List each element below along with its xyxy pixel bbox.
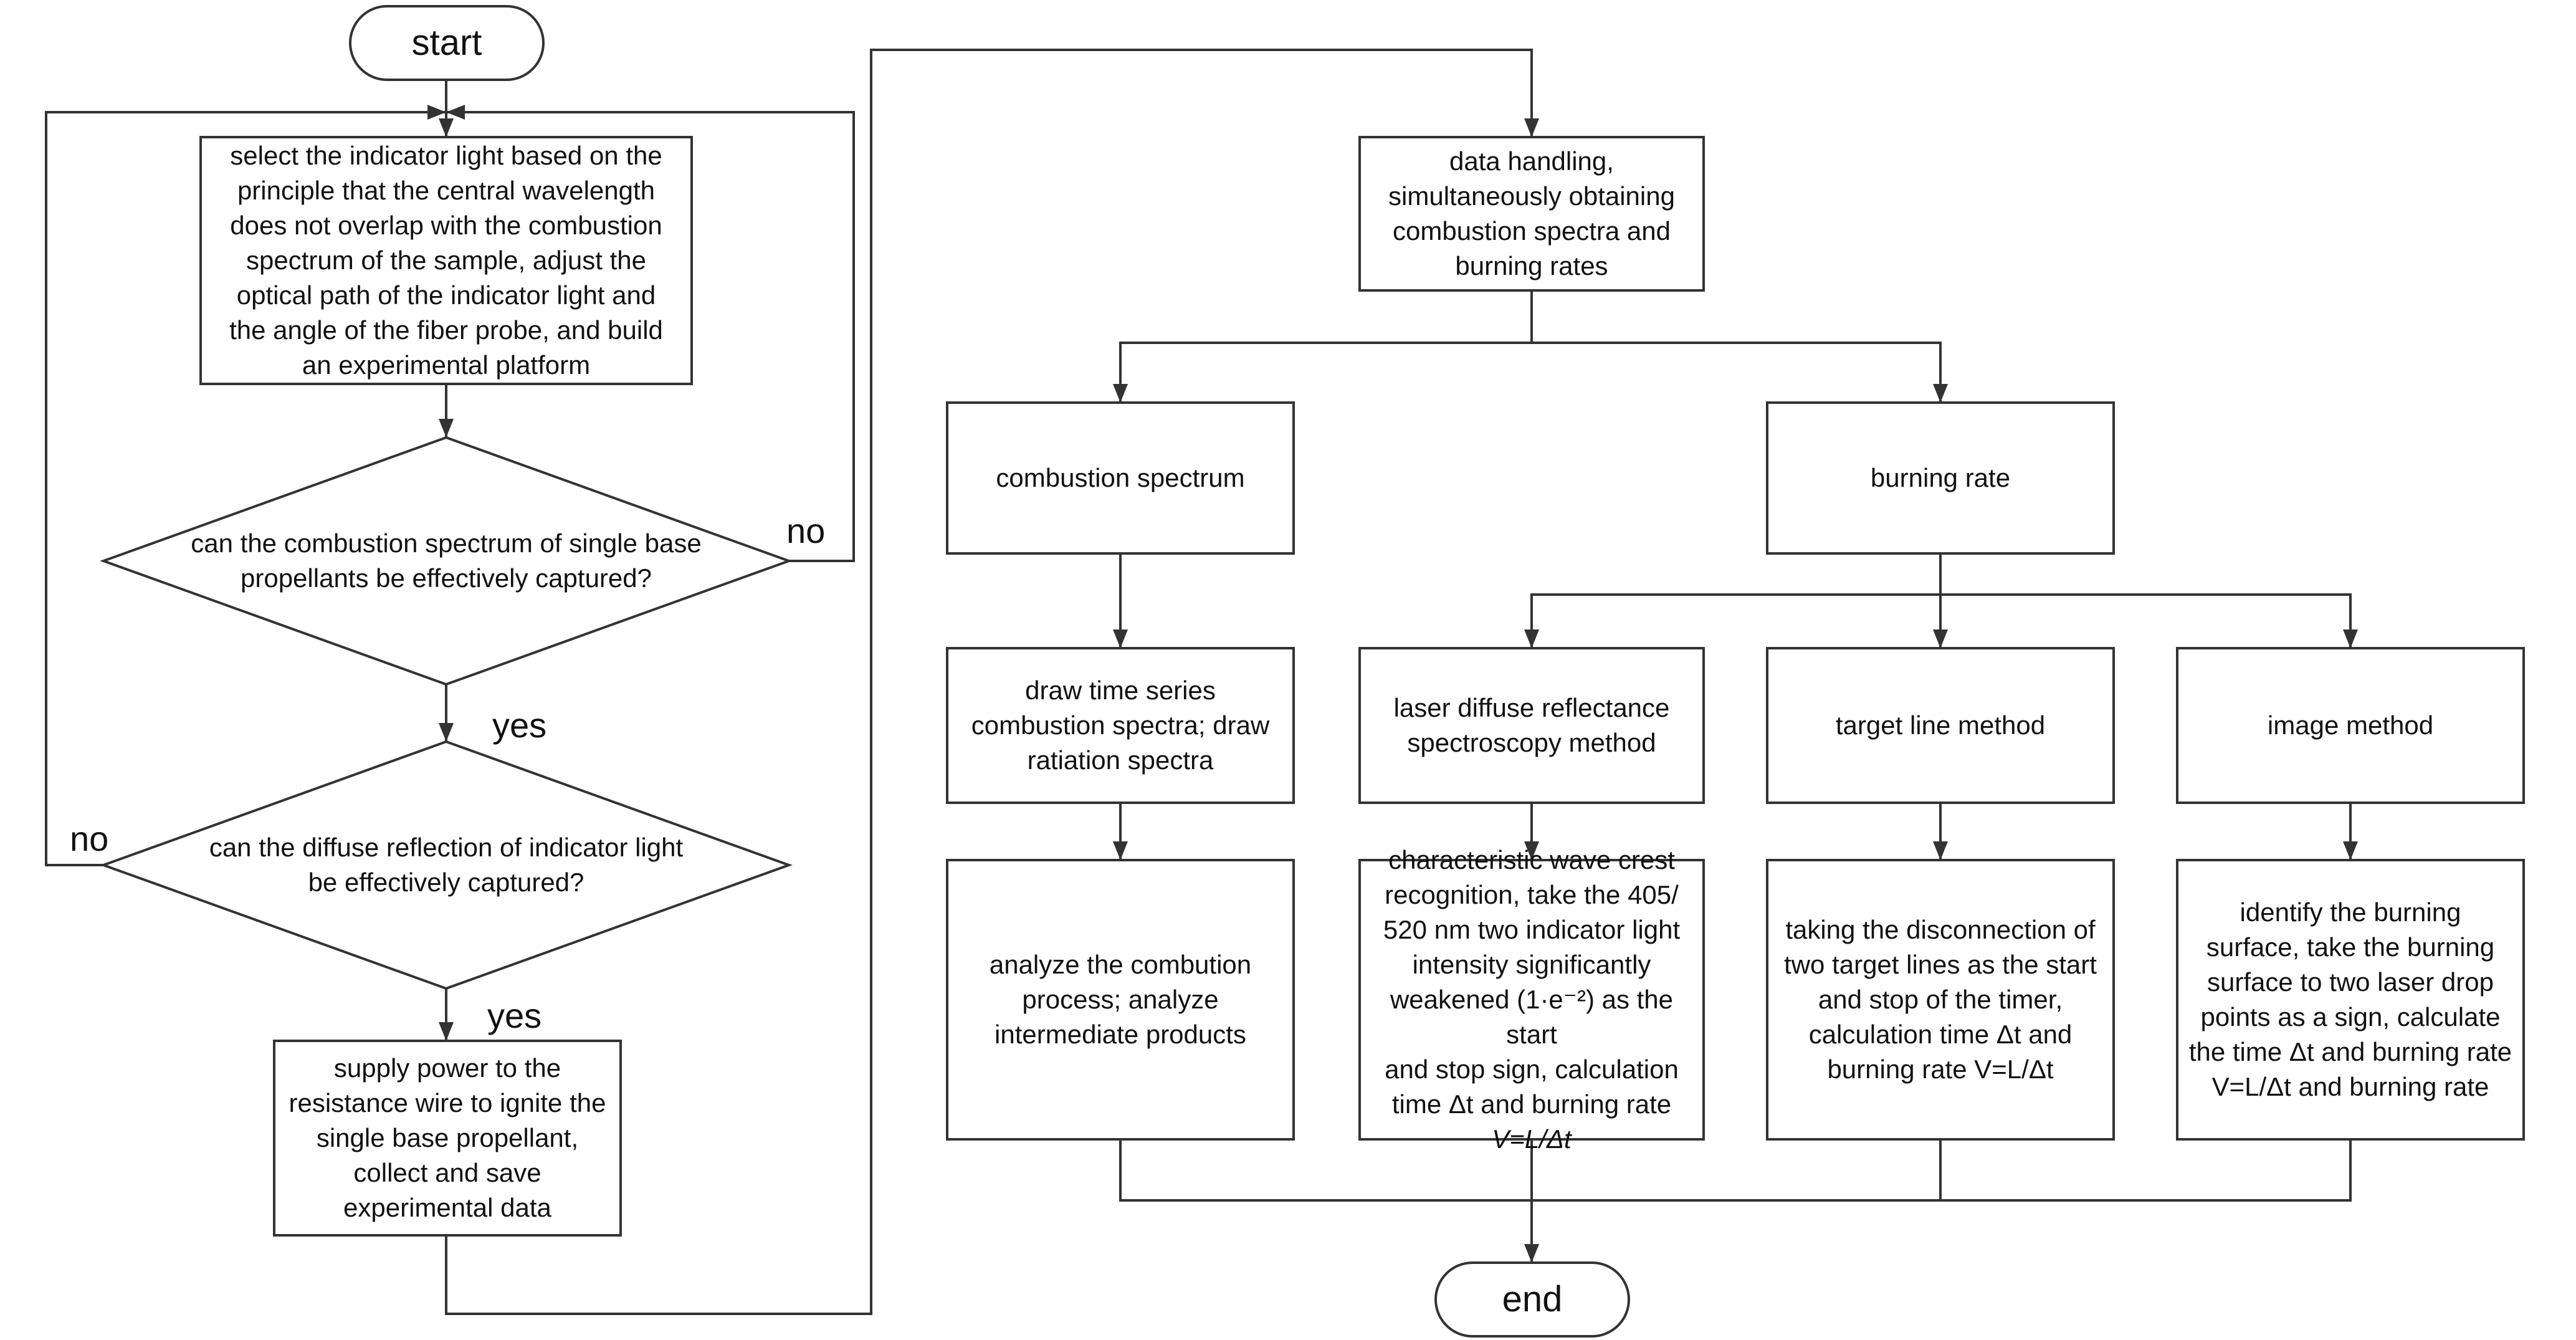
draw-spectra-text: draw time series combustion spectra; dra… [971,676,1270,775]
image-detail-line: the time Δt and burning rate [2188,1037,2512,1066]
yes-label-first: yes [492,706,547,745]
decision-spectrum-text: can the combustion spectrum of single ba… [191,529,702,593]
laser-detail-line: time Δt and burning rate [1391,1089,1672,1119]
target-detail-line: and stop of the timer, [1818,985,2063,1014]
image-detail-line: surface, take the burning [2206,932,2495,962]
no-label-top: no [786,511,826,550]
image-detail-line: identify the burning [2240,897,2461,927]
connector-data-to-spectrum [1113,342,1532,403]
connector-decision1-no-loop [446,105,855,562]
connector-ignite-to-data [445,49,1539,1315]
image-detail-text: identify the burning surface, take the b… [2177,860,2524,1139]
combustion-spectrum-text: combustion spectrum [996,463,1245,492]
connector-rate-to-laser [1524,593,1940,648]
decision-reflection-text: can the diffuse reflection of indicator … [209,833,684,897]
image-method-text: image method [2267,711,2434,740]
laser-detail-line: recognition, take the 405/ [1385,880,1679,909]
connector-bottom-bus [1119,1139,2352,1202]
connector-decision2-no-loop [45,105,446,866]
laser-detail-line: weakened (1·e⁻²) as the start [1390,985,1674,1049]
image-detail-line: points as a sign, calculate [2200,1002,2501,1031]
burning-rate-text: burning rate [1870,463,2011,492]
laser-detail-line: intensity significantly [1412,950,1651,979]
connector-rate-to-image [1940,593,2358,648]
yes-label-second: yes [487,996,542,1035]
data-handling-text: data handling, simultaneously obtaining … [1388,146,1675,280]
no-label-left: no [70,819,109,858]
start-label: start [411,22,482,63]
laser-detail-text: characteristic wave crest recognition, t… [1360,845,1704,1154]
analyze-text: analyze the combution process; analyze i… [989,950,1252,1049]
laser-detail-line: 520 nm two indicator light [1383,915,1681,944]
laser-detail-formula: V=L/Δt [1492,1124,1572,1154]
target-method-text: target line method [1835,711,2046,740]
end-label: end [1502,1279,1563,1319]
image-detail-line: V=L/Δt and burning rate [2211,1072,2489,1101]
laser-detail-line: and stop sign, calculation [1385,1055,1679,1084]
target-detail-line: calculation time Δt and [1808,1020,2073,1049]
target-detail-text: taking the disconnection of two target l… [1767,860,2114,1139]
laser-detail-line: characteristic wave crest [1388,845,1675,874]
select-indicator-text: select the indicator light based on the … [229,141,663,380]
target-detail-line: burning rate V=L/Δt [1827,1055,2054,1084]
target-detail-line: taking the disconnection of [1785,915,2096,944]
laser-method-text: laser diffuse reflectance spectroscopy m… [1393,693,1670,757]
connector-data-to-rate [1532,342,1948,403]
target-detail-line: two target lines as the start [1784,950,2097,979]
ignite-text: supply power to the resistance wire to i… [289,1053,606,1222]
image-detail-line: surface to two laser drop [2207,967,2494,997]
